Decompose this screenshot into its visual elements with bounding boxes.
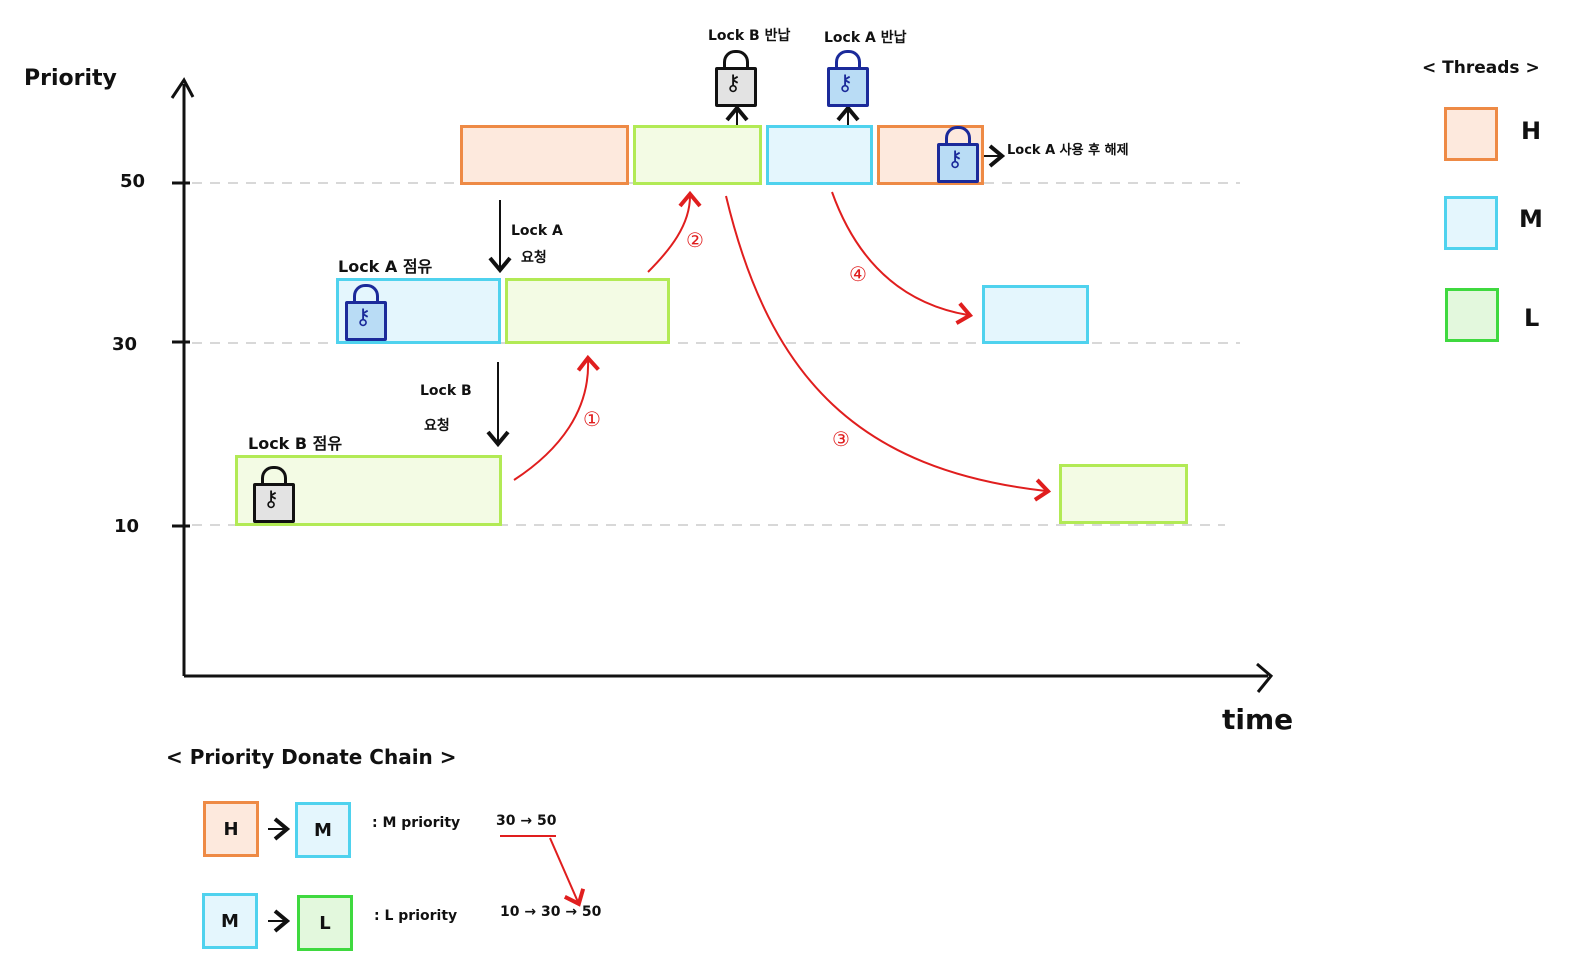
x-axis-label: time <box>1222 703 1294 736</box>
thread-M-bar-after <box>982 285 1089 344</box>
legend-label-H: H <box>1521 117 1542 145</box>
lockB-request-label-2: 요청 <box>424 418 450 434</box>
lockB-hold-label: Lock B 점유 <box>248 434 343 453</box>
chain-row2-values: 10 → 30 → 50 <box>500 904 602 920</box>
donate-arrow-3 <box>725 195 1052 502</box>
lockA-request-label-1: Lock A <box>511 223 563 239</box>
lockB-request-label-1: Lock B <box>420 383 472 399</box>
donate-arrow-4 <box>831 191 974 325</box>
legend-swatch-L <box>1445 288 1499 342</box>
lockA-icon: ⚷ <box>345 284 387 342</box>
donate-arrow-2 <box>647 190 702 273</box>
legend-title: < Threads > <box>1422 58 1540 78</box>
lockA-return-label: Lock A 반납 <box>824 30 907 46</box>
lockA-returned-icon: ⚷ <box>827 50 869 108</box>
y-axis-arrowhead <box>170 77 195 99</box>
lockB-returned-icon: ⚷ <box>715 50 757 108</box>
thread-L-bar-p50 <box>633 125 762 185</box>
tick-label-30: 30 <box>112 334 138 355</box>
chain-title: < Priority Donate Chain > <box>166 745 457 769</box>
step-marker-1: ① <box>583 407 601 431</box>
legend-label-L: L <box>1524 304 1540 332</box>
lockA-request-label-2: 요청 <box>521 250 547 266</box>
chain-row1-prefix: : M priority <box>372 815 461 831</box>
tick-label-50: 50 <box>120 171 146 192</box>
legend-label-M: M <box>1519 205 1543 233</box>
lockA-hold-label: Lock A 점유 <box>338 257 433 276</box>
tick-label-10: 10 <box>114 516 140 537</box>
lockB-icon: ⚷ <box>253 466 295 524</box>
legend-swatch-H <box>1444 107 1498 161</box>
thread-M-bar-p50 <box>766 125 873 185</box>
chain-row2-prefix: : L priority <box>374 908 458 924</box>
x-axis-arrowhead <box>1256 662 1274 693</box>
chain-row2-from: M <box>202 893 258 949</box>
thread-H-bar-1 <box>460 125 629 185</box>
chain-row1-values: 30 → 50 <box>496 813 557 829</box>
legend-swatch-M <box>1444 196 1498 250</box>
thread-L-bar-after <box>1059 464 1188 524</box>
chain-row2-to: L <box>297 895 353 951</box>
step-marker-3: ③ <box>832 427 850 451</box>
step-marker-2: ② <box>686 228 704 252</box>
chain-link-arrow <box>549 837 586 907</box>
lockA-release-label: Lock A 사용 후 해제 <box>1007 143 1129 158</box>
lockB-return-label: Lock B 반납 <box>708 28 791 44</box>
chain-row1-from: H <box>203 801 259 857</box>
chain-row1-to: M <box>295 802 351 858</box>
y-axis-label: Priority <box>24 66 117 91</box>
step-marker-4: ④ <box>849 262 867 286</box>
donate-arrow-1 <box>513 354 600 481</box>
thread-L-bar-p30 <box>505 278 670 344</box>
lockA-in-use-icon: ⚷ <box>937 126 979 184</box>
